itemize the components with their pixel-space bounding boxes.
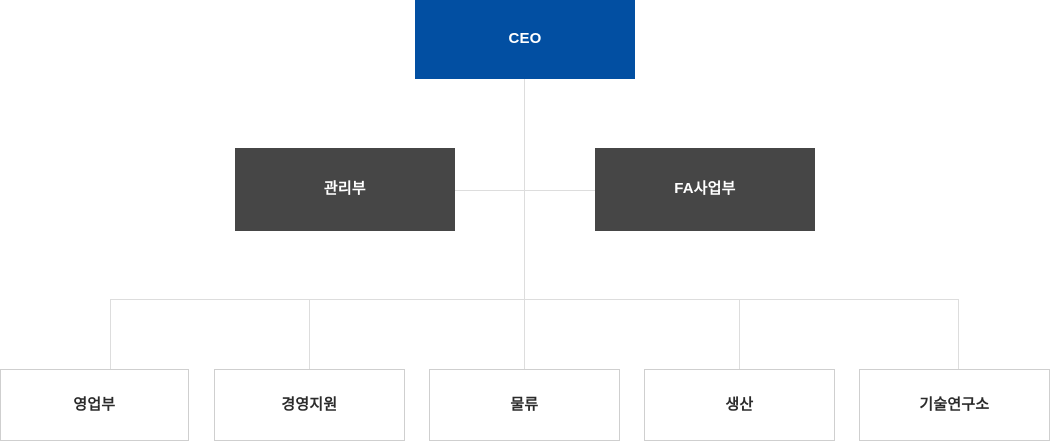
- connector-team-drop-4: [739, 299, 740, 370]
- org-node-logistics[interactable]: 물류: [429, 369, 620, 441]
- org-node-management-support-label: 경영지원: [281, 395, 338, 413]
- org-node-logistics-label: 물류: [510, 395, 539, 413]
- org-node-production-label: 생산: [725, 395, 754, 413]
- org-node-ceo-label: CEO: [508, 30, 542, 48]
- org-node-management-dept-label: 관리부: [323, 180, 366, 198]
- connector-team-drop-3: [524, 299, 525, 370]
- org-node-sales-dept-label: 영업부: [73, 395, 116, 413]
- connector-team-drop-5: [958, 299, 959, 370]
- org-node-fa-business-div-label: FA사업부: [674, 180, 736, 198]
- org-node-ceo[interactable]: CEO: [415, 0, 635, 79]
- connector-ceo-stem: [524, 79, 525, 191]
- org-node-fa-business-div[interactable]: FA사업부: [595, 148, 815, 231]
- org-node-production[interactable]: 생산: [644, 369, 835, 441]
- org-node-management-dept[interactable]: 관리부: [235, 148, 455, 231]
- org-node-tech-research-institute[interactable]: 기술연구소: [859, 369, 1050, 441]
- connector-team-bus: [110, 299, 959, 300]
- org-node-management-support[interactable]: 경영지원: [214, 369, 405, 441]
- org-node-sales-dept[interactable]: 영업부: [0, 369, 189, 441]
- connector-division-bar: [455, 190, 595, 191]
- connector-division-stem: [524, 190, 525, 300]
- connector-team-drop-1: [110, 299, 111, 370]
- org-node-tech-research-institute-label: 기술연구소: [919, 395, 990, 413]
- connector-team-drop-2: [309, 299, 310, 370]
